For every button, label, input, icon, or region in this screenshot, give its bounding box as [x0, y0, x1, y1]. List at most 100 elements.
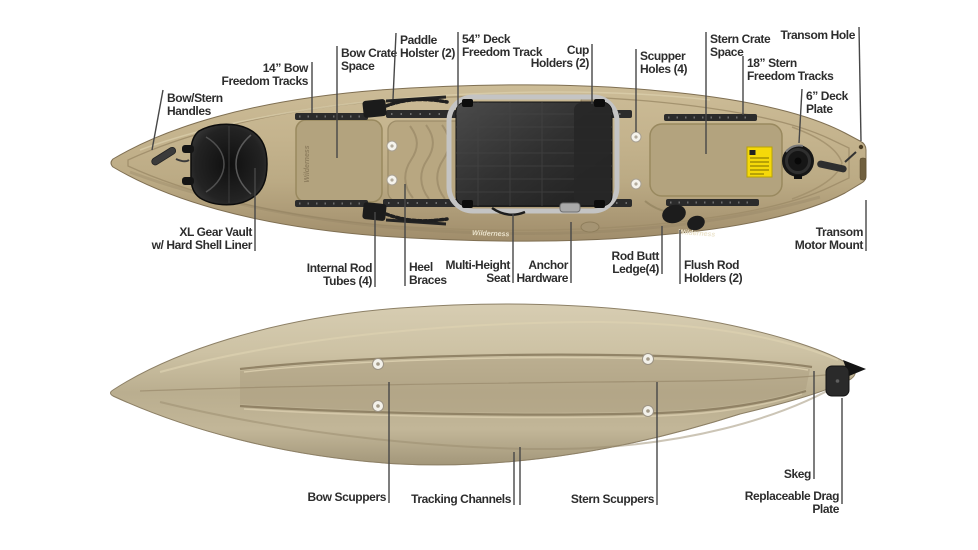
- paddle-holster-bottom: [362, 202, 449, 226]
- stern-crate-space-label: Space: [710, 45, 744, 59]
- paddle-holster-top: [362, 95, 449, 118]
- xl-gear-vault-label: w/ Hard Shell Liner: [151, 238, 253, 252]
- transom-hole-leader-line: [858, 26, 862, 142]
- skeg-callout: Skeg: [784, 371, 815, 481]
- flush-rod-holders-label: Flush Rod: [684, 258, 739, 272]
- seat-body: [455, 101, 613, 207]
- deck-plate-6-label: 6” Deck: [806, 89, 849, 103]
- stern-crate-recess: [649, 123, 783, 197]
- hull-upper-chine-highlight: [159, 320, 839, 373]
- bow-track-bottom: [295, 200, 368, 207]
- rod-butt-ledge-label: Rod Butt: [612, 249, 660, 263]
- paddle-holster-label: Paddle: [400, 33, 438, 47]
- keel-center-line: [139, 372, 846, 392]
- flush-rod-holders-label: Holders (2): [684, 271, 743, 285]
- anchor-hardware-label: Hardware: [517, 271, 569, 285]
- deck-plate-6-label: Plate: [806, 102, 833, 116]
- bow-stern-handles-leader-line: [151, 89, 164, 151]
- vault-latch: [182, 177, 194, 185]
- anchor-hardware-label: Anchor: [528, 258, 568, 272]
- stern-deck-contour: [791, 126, 843, 200]
- internal-rod-tubes-label: Tubes (4): [323, 274, 372, 288]
- seat-corner-tab: [462, 99, 473, 107]
- bow-freedom-tracks-14-label: 14” Bow: [263, 61, 309, 75]
- keel-band: [240, 356, 810, 413]
- paddle-holster-leader-line: [392, 32, 397, 100]
- heel-braces-label: Braces: [409, 273, 447, 287]
- skeg-label: Skeg: [784, 467, 811, 481]
- scupper-holes-label: Scupper: [640, 49, 686, 63]
- stern-freedom-tracks-18-label: 18” Stern: [747, 56, 797, 70]
- deck-freedom-track-54-label: Freedom Track: [462, 45, 543, 59]
- anchor-hardware-bracket: [559, 202, 581, 213]
- cup-holders-label: Cup: [567, 43, 589, 57]
- flush-rod-holder: [687, 215, 705, 231]
- hull-scupper-outlets: [372, 353, 654, 417]
- vault-latch: [182, 145, 194, 153]
- scupper-holes-label: Holes (4): [640, 62, 687, 76]
- multi-height-seat-label: Multi-Height: [445, 258, 510, 272]
- bow-scuppers-callout: Bow Scuppers: [307, 382, 390, 504]
- tracking-channels-label: Tracking Channels: [411, 492, 512, 506]
- xl-gear-vault-label: XL Gear Vault: [179, 225, 252, 239]
- seat-back-panel: [574, 103, 611, 205]
- stern-freedom-tracks-18-label: Freedom Tracks: [747, 69, 834, 83]
- bow-crate-space-label: Bow Crate: [341, 46, 397, 60]
- bow-crate-space-label: Space: [341, 59, 375, 73]
- cup-holder-recess: [580, 221, 600, 233]
- internal-rod-tubes-label: Internal Rod: [307, 261, 372, 275]
- kayak-top-view: Wilderness: [110, 84, 867, 242]
- deck-freedom-track-54-label: 54” Deck: [462, 32, 511, 46]
- transom-hole-feature: [858, 144, 864, 150]
- stern-handle: [817, 151, 857, 173]
- seat-frame: [446, 94, 620, 214]
- transom-motor-mount-slot: [859, 157, 867, 181]
- multi-height-seat-label: Seat: [486, 271, 510, 285]
- transom-hole-label: Transom Hole: [780, 28, 855, 42]
- drag-plate-rivet: [835, 379, 840, 383]
- rod-butt-ledge-label: Ledge(4): [612, 262, 659, 276]
- xl-gear-vault-hatch: [182, 123, 268, 206]
- bow-freedom-tracks-14-label: Freedom Tracks: [222, 74, 309, 88]
- paddle-holster-label: Holster (2): [400, 46, 455, 60]
- cup-holders-label: Holders (2): [531, 56, 590, 70]
- stern-scuppers-callout: Stern Scuppers: [571, 382, 658, 506]
- replaceable-drag-plate-label: Replaceable Drag: [745, 489, 839, 503]
- brand-logo: Wilderness: [678, 229, 716, 239]
- deck-plate-6-leader-line: [798, 88, 803, 144]
- transom-hole-callout: Transom Hole: [780, 26, 862, 142]
- transom-motor-mount-label: Motor Mount: [795, 238, 864, 252]
- heel-braces-label: Heel: [409, 260, 433, 274]
- tracking-channels-callout: Tracking Channels: [411, 447, 521, 506]
- tracking-channels-grooves: [239, 353, 813, 419]
- deck-plate: [782, 144, 814, 179]
- stern-crate-space-label: Stern Crate: [710, 32, 771, 46]
- bow-handle: [151, 146, 190, 166]
- flush-rod-holder: [662, 204, 686, 224]
- bow-stern-handles-label: Handles: [167, 104, 212, 118]
- seat-strap: [491, 206, 526, 216]
- bow-scuppers-label: Bow Scuppers: [307, 490, 386, 504]
- stern-scuppers-label: Stern Scuppers: [571, 492, 655, 506]
- bow-stern-handles-label: Bow/Stern: [167, 91, 223, 105]
- replaceable-drag-plate-label: Plate: [812, 502, 839, 516]
- seat-corner-tab: [594, 200, 605, 208]
